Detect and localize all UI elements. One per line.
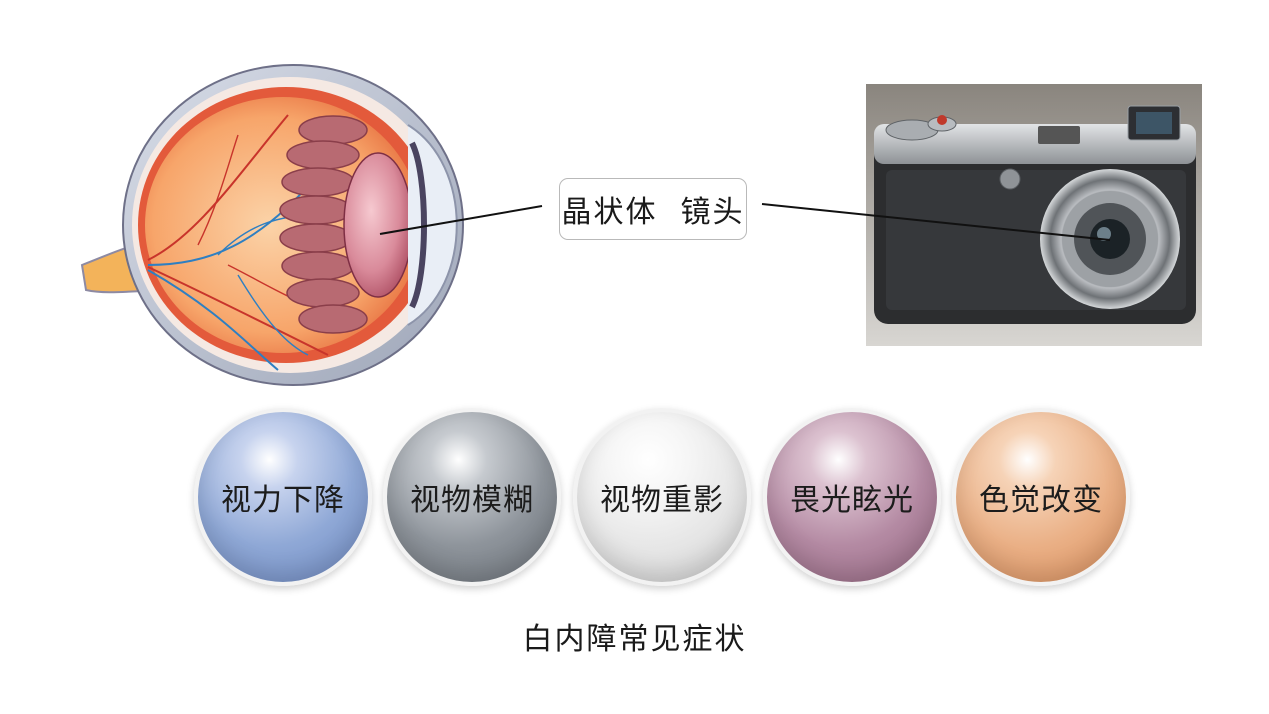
symptom-label: 视物重影 bbox=[600, 483, 724, 518]
eye-anatomy-image bbox=[80, 64, 464, 386]
symptom-label: 视力下降 bbox=[221, 483, 345, 518]
lens-comparison-label: 晶状体 镜头 bbox=[559, 178, 747, 240]
symptom-blurred-vision: 视物模糊 bbox=[383, 408, 561, 586]
symptom-label: 畏光眩光 bbox=[790, 483, 914, 518]
camera-lens-pointer bbox=[761, 203, 1111, 241]
symptom-label: 视物模糊 bbox=[410, 483, 534, 518]
symptom-vision-decline: 视力下降 bbox=[194, 408, 372, 586]
symptom-double-vision: 视物重影 bbox=[573, 408, 751, 586]
symptom-glare-sensitivity: 畏光眩光 bbox=[763, 408, 941, 586]
symptom-label: 色觉改变 bbox=[979, 483, 1103, 518]
eye-lens-pointer bbox=[379, 205, 543, 235]
caption: 白内障常见症状 bbox=[522, 622, 747, 657]
symptom-color-change: 色觉改变 bbox=[952, 408, 1130, 586]
